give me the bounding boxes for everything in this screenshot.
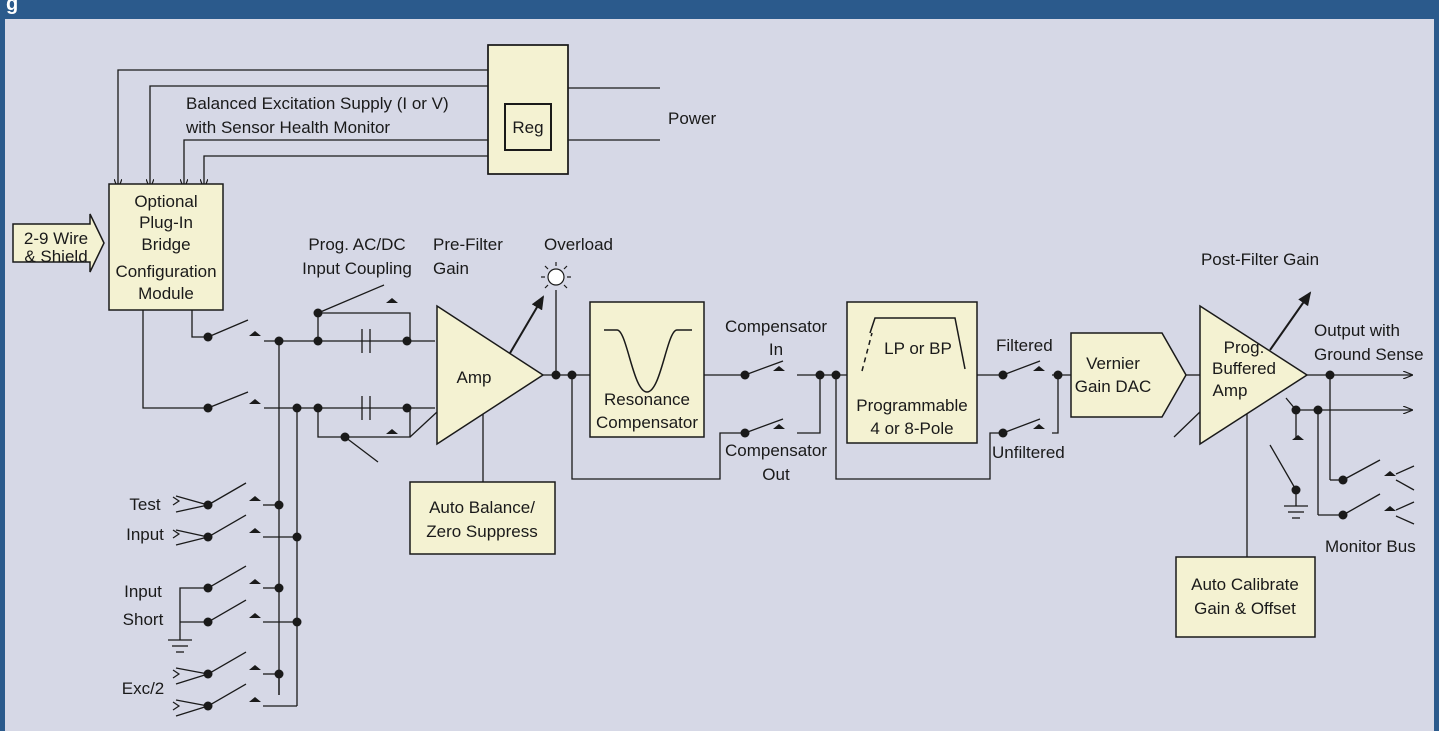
exc2-label: Exc/2 <box>122 679 165 698</box>
auto-calibrate-label-1: Auto Calibrate <box>1191 575 1299 594</box>
module-label-2: Plug-In <box>139 213 193 232</box>
auto-calibrate-box <box>1175 556 1316 638</box>
input-terminal-icons <box>172 496 181 711</box>
excitation-lines <box>118 69 660 188</box>
wire-label-2: & Shield <box>24 247 87 266</box>
filter-label-2: 4 or 8-Pole <box>870 419 953 438</box>
amp-output-wiring <box>482 290 1200 482</box>
auto-balance-box <box>409 481 556 555</box>
input-short-label-1: Input <box>124 582 162 601</box>
module-line-lower <box>142 308 208 409</box>
module-label-4: Configuration <box>115 262 216 281</box>
exc2-switches <box>175 651 298 717</box>
excitation-label-2: with Sensor Health Monitor <box>185 118 390 137</box>
auto-calibrate-label-2: Gain & Offset <box>1194 599 1296 618</box>
wire-label-1: 2-9 Wire <box>24 229 88 248</box>
output-label-2: Ground Sense <box>1314 345 1424 364</box>
input-short-label-2: Short <box>123 610 164 629</box>
postfilter-label: Post-Filter Gain <box>1201 250 1319 269</box>
resonance-compensator-box <box>589 301 705 438</box>
amp-label: Amp <box>457 368 492 387</box>
buffered-amp-triangle <box>1199 304 1309 446</box>
excitation-label-1: Balanced Excitation Supply (I or V) <box>186 94 449 113</box>
filter-type-label: LP or BP <box>884 339 952 358</box>
header-bar: g <box>0 0 1439 19</box>
module-line-upper <box>191 308 208 338</box>
power-label: Power <box>668 109 717 128</box>
postfilter-gain-tail <box>1173 409 1203 438</box>
right-border <box>1434 19 1439 731</box>
switch-contacts <box>249 298 1396 702</box>
filter-box <box>846 301 978 444</box>
lower-input-switch <box>207 391 435 463</box>
vernier-label-2: Gain DAC <box>1075 377 1152 396</box>
auto-balance-label-2: Zero Suppress <box>426 522 538 541</box>
left-border <box>0 19 5 731</box>
upper-input-switch <box>207 284 435 353</box>
vernier-label-1: Vernier <box>1086 354 1140 373</box>
vernier-gain-dac-box <box>1070 332 1187 418</box>
coupling-label-2: Input Coupling <box>302 259 412 278</box>
bridge-module-box <box>108 183 224 311</box>
module-label-1: Optional <box>134 192 197 211</box>
module-label-5: Module <box>138 284 194 303</box>
comp-out-label-2: Out <box>762 465 790 484</box>
amp-triangle <box>436 304 545 446</box>
prefilter-label-2: Gain <box>433 259 469 278</box>
coupling-label-1: Prog. AC/DC <box>308 235 405 254</box>
page-title: g <box>6 0 19 15</box>
reg-box <box>504 103 552 151</box>
output-label-1: Output with <box>1314 321 1400 340</box>
reg-label: Reg <box>512 118 543 137</box>
comp-in-label-2: In <box>769 340 783 359</box>
resonance-label-2: Compensator <box>596 413 698 432</box>
buffered-amp-label-3: Amp <box>1213 381 1248 400</box>
filtered-label: Filtered <box>996 336 1053 355</box>
comp-out-label-1: Compensator <box>725 441 827 460</box>
filter-label-1: Programmable <box>856 396 968 415</box>
unfiltered-label: Unfiltered <box>992 443 1065 462</box>
notch-response-icon <box>604 329 692 393</box>
resonance-label-1: Resonance <box>604 390 690 409</box>
input-short-switches <box>168 565 297 653</box>
test-input-switches <box>175 482 297 546</box>
overload-label: Overload <box>544 235 613 254</box>
test-input-label-2: Input <box>126 525 164 544</box>
junction-dots <box>203 308 1348 711</box>
overload-lamp-icon <box>541 262 571 289</box>
output-wiring <box>1246 375 1415 557</box>
module-label-3: Bridge <box>141 235 190 254</box>
buffered-amp-label-1: Prog. <box>1224 338 1265 357</box>
monitor-bus-label: Monitor Bus <box>1325 537 1416 556</box>
auto-balance-label-1: Auto Balance/ <box>429 498 535 517</box>
prefilter-label-1: Pre-Filter <box>433 235 503 254</box>
amp-gain-tail <box>409 411 438 438</box>
comp-in-label-1: Compensator <box>725 317 827 336</box>
wire-input-arrow <box>12 213 105 273</box>
bandpass-response-icon <box>869 317 966 370</box>
postfilter-gain-arrow <box>1269 291 1312 351</box>
buffered-amp-label-2: Buffered <box>1212 359 1276 378</box>
test-input-label-1: Test <box>129 495 160 514</box>
